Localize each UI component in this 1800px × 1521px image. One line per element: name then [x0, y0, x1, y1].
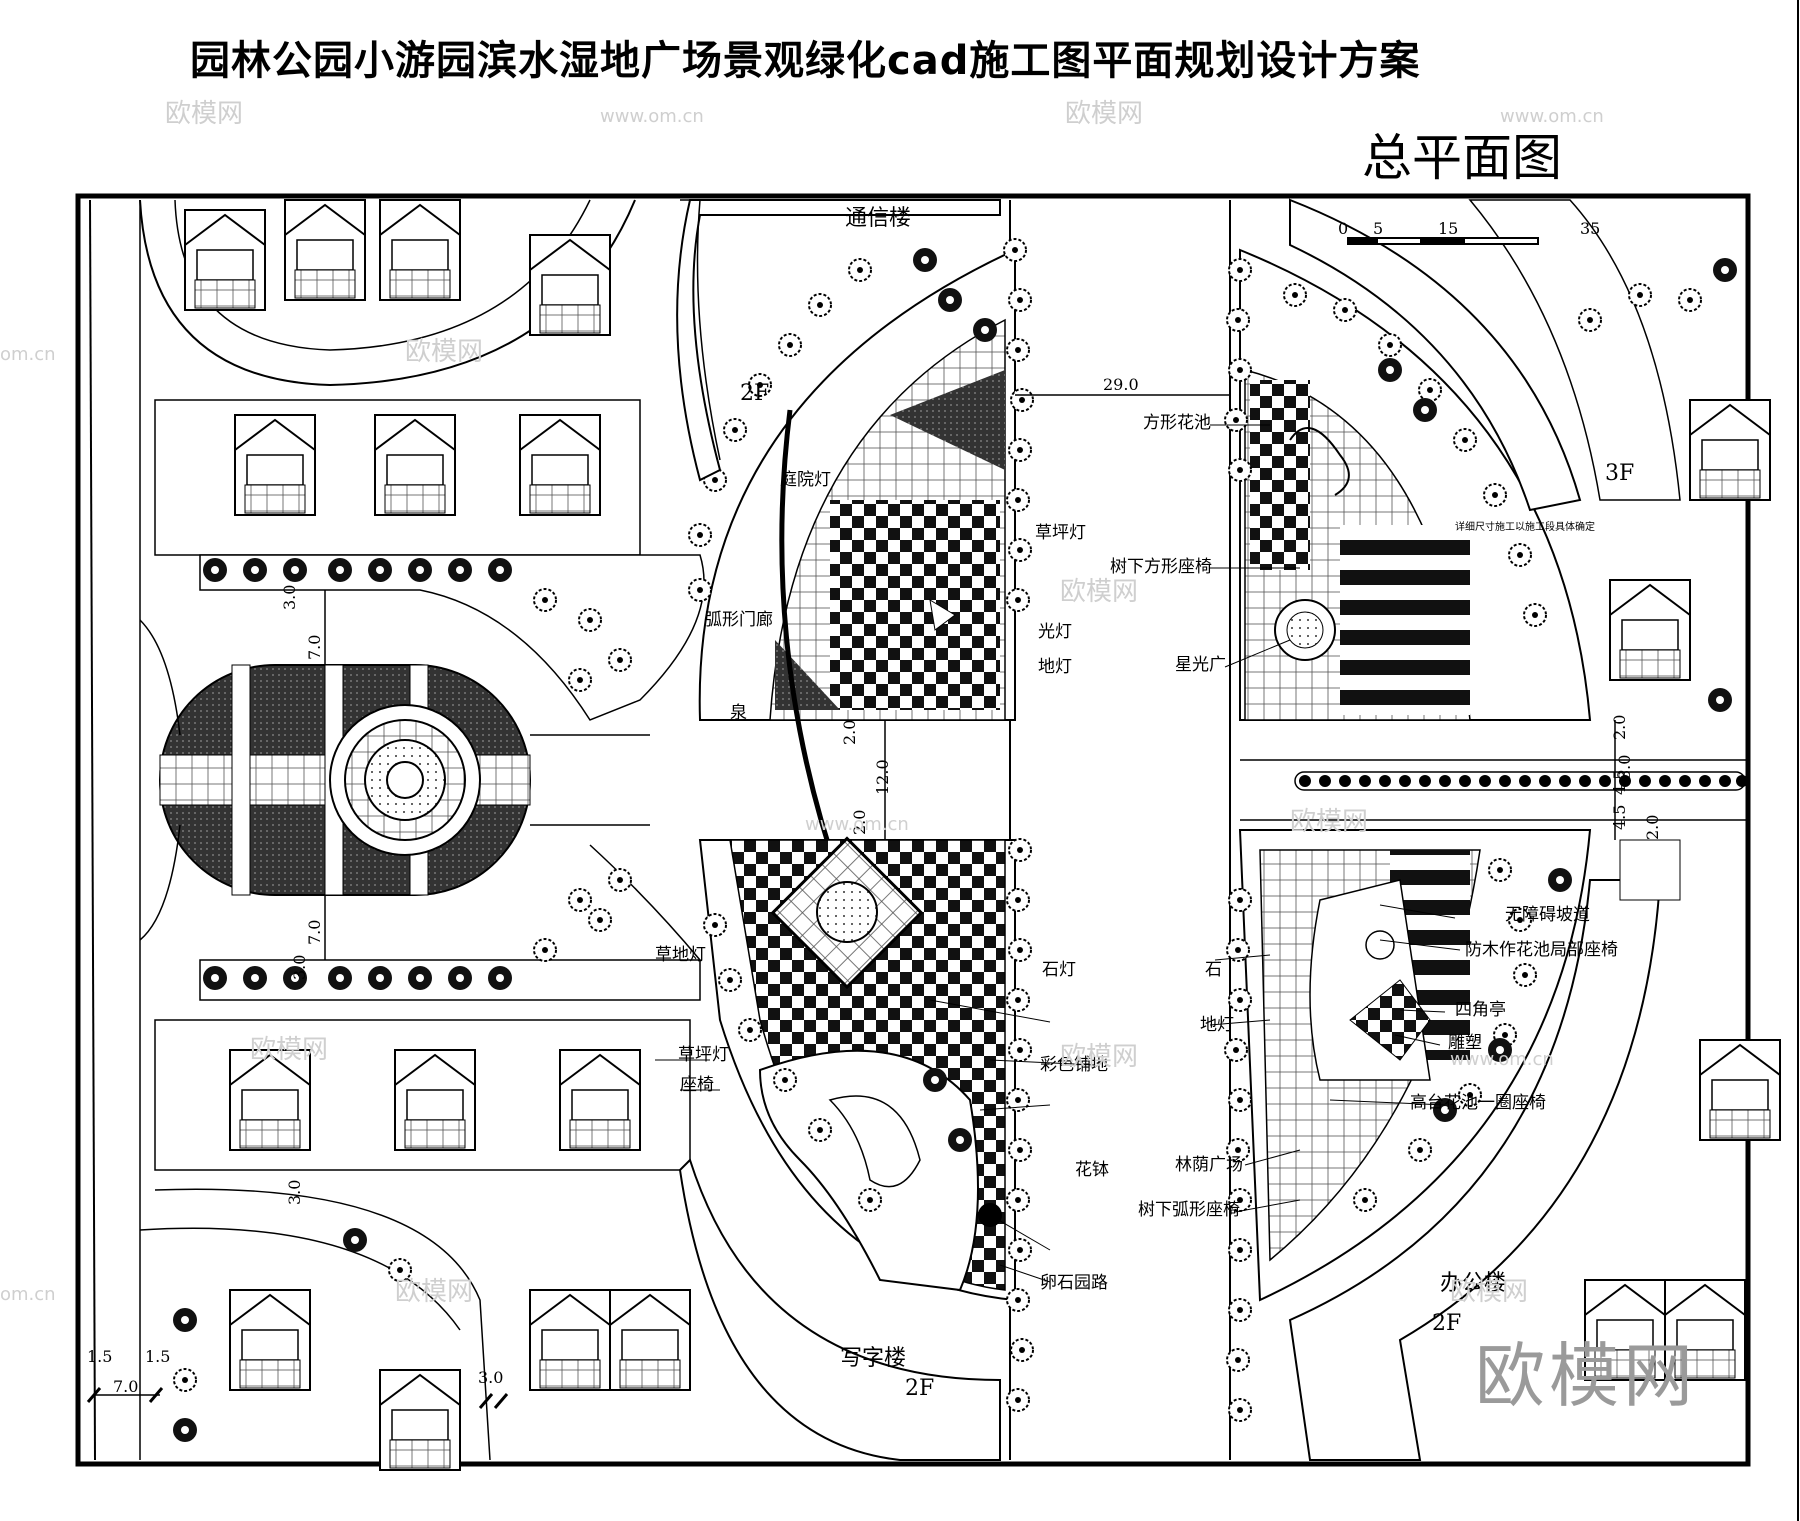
svg-text:3.0: 3.0: [280, 585, 299, 610]
svg-text:欧模网: 欧模网: [405, 337, 483, 367]
label-tree-arc-seat: 树下弧形座椅: [1138, 1200, 1240, 1220]
tree-dot-row: [1299, 775, 1748, 787]
label-seat: 座椅: [680, 1075, 714, 1095]
svg-text:2.0: 2.0: [1643, 815, 1662, 840]
svg-text:1.5: 1.5: [145, 1347, 170, 1366]
label-pebble-path: 卵石园路: [1040, 1273, 1108, 1293]
svg-text:www.om.cn: www.om.cn: [600, 106, 704, 127]
telecom-label: 通信楼: [845, 206, 911, 231]
upper-right-park: [1239, 248, 1592, 721]
label-arc-pergola: 弧形门廊: [705, 610, 773, 630]
label-square-flower-pool: 方形花池: [1143, 413, 1211, 433]
svg-text:1.5: 1.5: [87, 1347, 112, 1366]
svg-text:www.om.cn: www.om.cn: [1500, 106, 1604, 127]
svg-text:7.0: 7.0: [305, 635, 324, 660]
svg-text:欧模网: 欧模网: [1060, 577, 1138, 607]
svg-text:4.5: 4.5: [1610, 770, 1629, 795]
label-sculpture: 雕塑: [1448, 1033, 1482, 1053]
label-ground-lamp-1: 地灯: [1038, 657, 1072, 677]
label-flower-bowl: 花钵: [1075, 1160, 1109, 1180]
svg-text:7.0: 7.0: [305, 920, 324, 945]
svg-text:3.0: 3.0: [478, 1368, 503, 1387]
svg-text:0: 0: [1338, 219, 1348, 238]
svg-text:欧模网: 欧模网: [1290, 807, 1368, 837]
drawing-title: 园林公园小游园滨水湿地广场景观绿化cad施工图平面规划设计方案: [190, 38, 1421, 84]
label-colored-paving: 彩色铺地: [1040, 1055, 1108, 1075]
svg-text:3.0: 3.0: [290, 955, 309, 980]
floor-2f-b: 2F: [905, 1376, 934, 1401]
watermarks: 欧模网 www.om.cn 欧模网 www.om.cn 欧模网 om.cn 欧模…: [0, 99, 1604, 1307]
label-light-lamp: 光灯: [1038, 622, 1072, 642]
house-icon: [184, 209, 266, 311]
label-fountain: 泉: [730, 703, 747, 723]
office-tower-label: 写字楼: [840, 1346, 906, 1371]
label-forest-plaza: 林荫广场: [1175, 1155, 1243, 1175]
office-label: 办公楼: [1440, 1271, 1506, 1296]
svg-text:5: 5: [1373, 219, 1383, 238]
label-grass-lamp: 草地灯: [655, 945, 706, 965]
upper-center-park: [688, 248, 1016, 721]
brand-watermark: 欧模网: [1475, 1335, 1697, 1417]
svg-text:om.cn: om.cn: [0, 344, 56, 365]
label-wood-flower-seat: 防木作花池局部座椅: [1465, 940, 1618, 960]
plan-subtitle: 总平面图: [1362, 129, 1562, 187]
floor-3f: 3F: [1605, 461, 1634, 486]
label-stone-lamp-2: 石: [1205, 960, 1222, 980]
dim-29: 29.0: [1103, 375, 1139, 394]
svg-text:2.0: 2.0: [840, 720, 859, 745]
floor-2f-a: 2F: [740, 381, 769, 406]
svg-text:2.0: 2.0: [1610, 715, 1629, 740]
svg-text:欧模网: 欧模网: [395, 1277, 473, 1307]
label-starlight-plaza: 星光广: [1175, 655, 1226, 675]
label-ground-lamp-2: 地灯: [1200, 1015, 1234, 1035]
svg-text:om.cn: om.cn: [0, 1284, 56, 1305]
svg-text:欧模网: 欧模网: [250, 1035, 328, 1065]
label-stone-lamp-1: 石灯: [1042, 960, 1076, 980]
label-lawn-lamp-2: 草坪灯: [678, 1045, 729, 1065]
svg-text:7.0: 7.0: [113, 1377, 138, 1396]
svg-text:12.0: 12.0: [873, 759, 892, 795]
label-tree-square-seat: 树下方形座椅: [1110, 557, 1212, 577]
svg-text:欧模网: 欧模网: [1060, 1042, 1138, 1072]
lower-center-park: [698, 836, 1016, 1302]
label-pavilion: 四角亭: [1455, 1000, 1506, 1020]
oval-garden: [159, 664, 531, 896]
label-lawn-lamp-1: 草坪灯: [1035, 523, 1086, 543]
scale-bar: 0 5 15 35: [1338, 219, 1600, 245]
svg-text:www.om.cn: www.om.cn: [805, 814, 909, 835]
svg-text:3.0: 3.0: [285, 1180, 304, 1205]
svg-text:15: 15: [1438, 219, 1458, 238]
label-detail-note: 详细尺寸施工以施工段具体确定: [1455, 520, 1595, 533]
label-raised-bed-seat: 高台花池一圈座椅: [1410, 1093, 1546, 1113]
svg-text:www.om.cn: www.om.cn: [1450, 1049, 1554, 1070]
svg-text:欧模网: 欧模网: [1450, 1277, 1528, 1307]
svg-text:35: 35: [1580, 219, 1600, 238]
floor-2f-c: 2F: [1432, 1311, 1461, 1336]
lower-right-park: [1238, 829, 1592, 1302]
label-courtyard-lamp: 庭院灯: [780, 470, 831, 490]
svg-text:2.0: 2.0: [850, 810, 869, 835]
svg-text:欧模网: 欧模网: [165, 99, 243, 129]
label-barrier-free-ramp: 无障碍坡道: [1505, 905, 1590, 925]
svg-text:3.0: 3.0: [1615, 755, 1634, 780]
svg-text:4.5: 4.5: [1610, 805, 1629, 830]
svg-text:欧模网: 欧模网: [1065, 99, 1143, 129]
